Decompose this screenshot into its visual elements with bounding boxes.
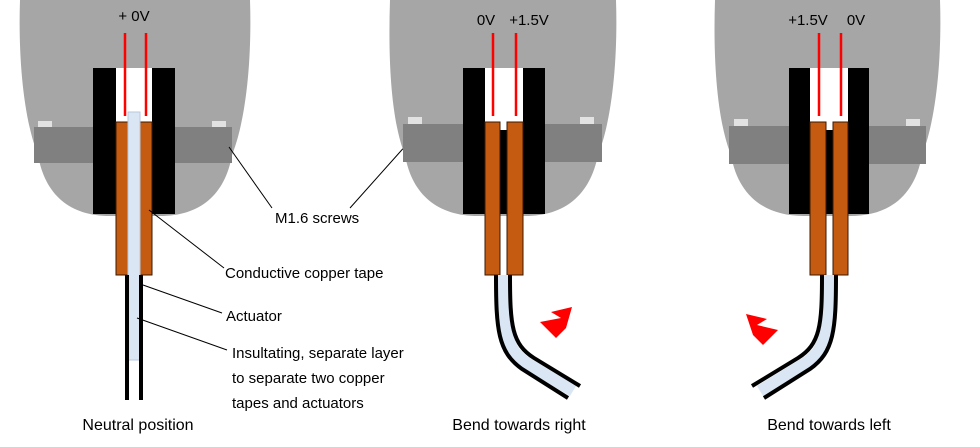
panel-left: +1.5V 0V Bend towards left [714, 0, 941, 434]
caption-left: Bend towards left [767, 417, 891, 434]
insulating-layer-bent [497, 274, 577, 397]
label-insulating-line-3: tapes and actuators [232, 395, 364, 412]
screw-right [866, 126, 926, 164]
insulator-leader [136, 317, 228, 351]
screw-left [34, 127, 98, 163]
label-screws: M1.6 screws [275, 210, 359, 227]
copper-tape-right [506, 121, 524, 276]
voltage-label-right: +1.5V [509, 12, 549, 29]
screw-right-highlight [580, 117, 594, 124]
actuator-leader [142, 284, 223, 314]
screw-leader-2 [349, 142, 409, 209]
insulating-layer [127, 111, 141, 361]
actuator-right [762, 274, 838, 400]
screw-right-highlight [906, 119, 920, 126]
screw-right-highlight [212, 121, 226, 127]
copper-leader [148, 209, 225, 269]
actuator-left [494, 274, 570, 400]
label-actuator: Actuator [226, 308, 282, 325]
voltage-label: + 0V [118, 8, 149, 25]
insulating-layer-bent [756, 274, 835, 397]
caption-right: Bend towards right [452, 417, 586, 434]
label-insulating-line-2: to separate two copper [232, 370, 385, 387]
copper-tape-right [832, 121, 849, 276]
screw-right [542, 124, 602, 162]
copper-tape-left [809, 121, 827, 276]
screw-left [729, 126, 791, 164]
screw-left [403, 124, 465, 162]
arrow-up-left-icon [746, 314, 778, 345]
arrow-up-right-icon [540, 307, 572, 338]
voltage-label-right: 0V [847, 12, 865, 29]
callout-lines [136, 142, 409, 351]
label-copper-tape: Conductive copper tape [225, 265, 383, 282]
screw-left-highlight [734, 119, 748, 126]
actuator-left [750, 274, 824, 388]
screw-leader-1 [228, 146, 273, 209]
actuator-right [508, 274, 582, 388]
screw-right [174, 127, 232, 163]
caption-neutral: Neutral position [82, 417, 193, 434]
voltage-label-left: +1.5V [788, 12, 828, 29]
panel-right: 0V +1.5V Bend towards right [389, 0, 617, 434]
label-insulating-line-1: Insultating, separate layer [232, 345, 404, 362]
screw-left-highlight [38, 121, 52, 127]
copper-tape-left [484, 121, 501, 276]
clamp-gap [810, 68, 848, 130]
clamp-gap [485, 68, 523, 130]
screw-left-highlight [408, 117, 422, 124]
panel-neutral: + 0V Neutral position [19, 0, 251, 434]
voltage-label-left: 0V [477, 12, 495, 29]
